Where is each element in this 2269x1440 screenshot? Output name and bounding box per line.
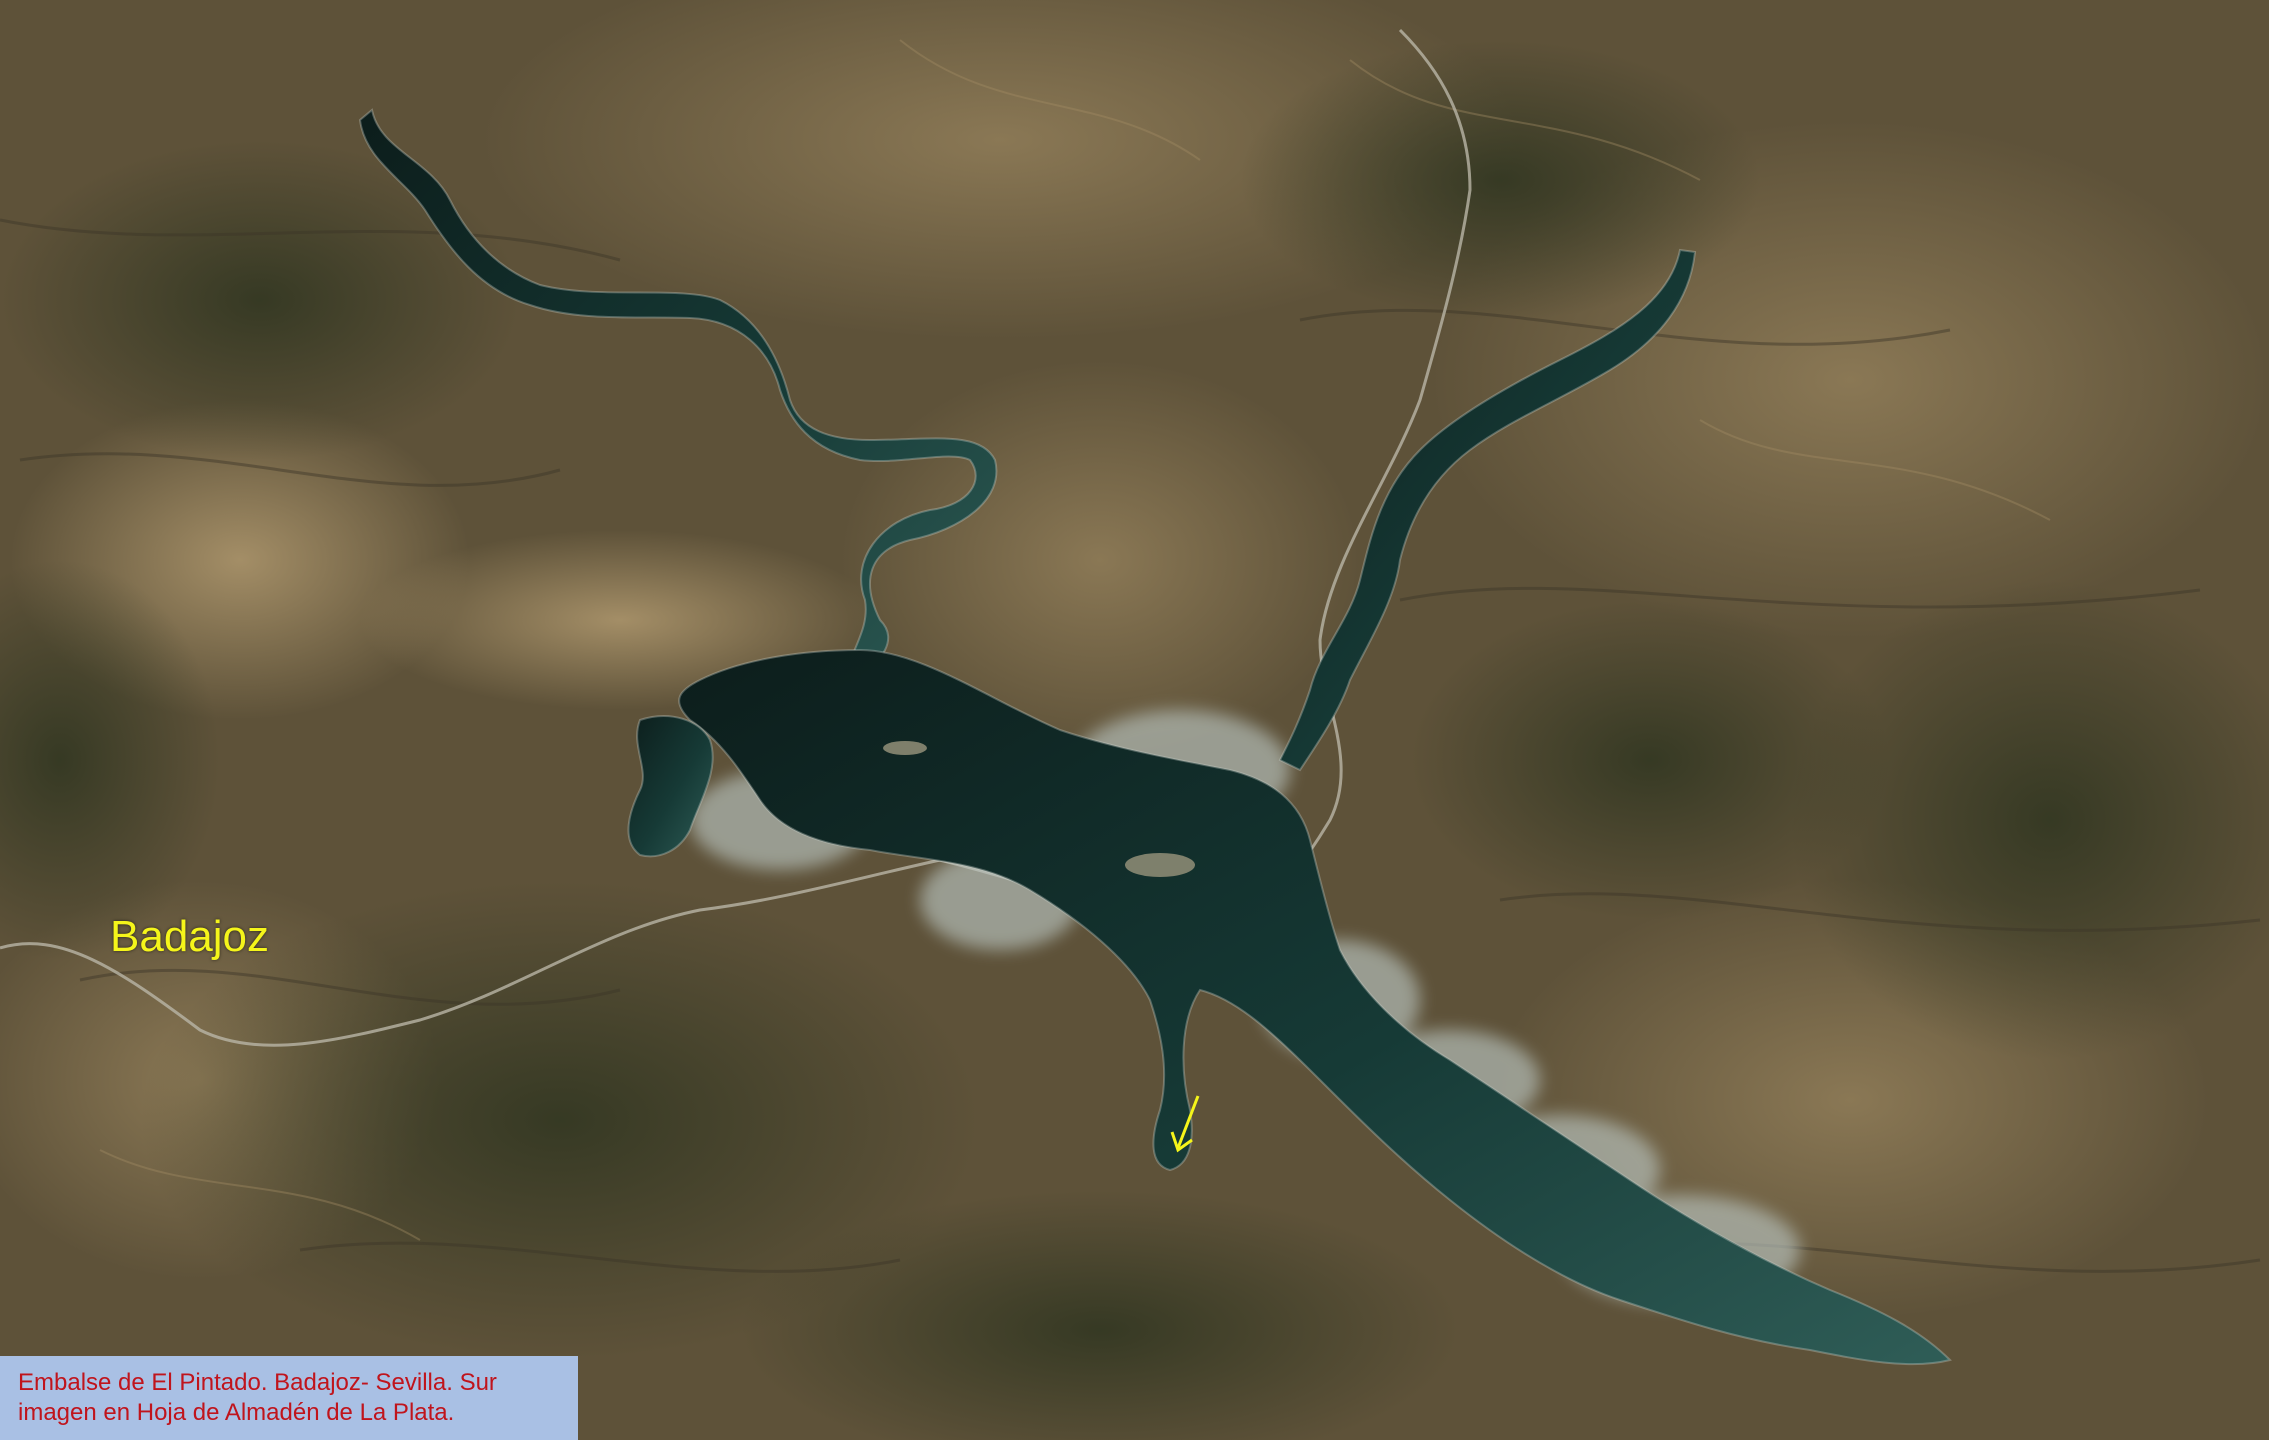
caption-line-2: imagen en Hoja de Almadén de La Plata. [18,1399,455,1426]
caption-line-1: Embalse de El Pintado. Badajoz- Sevilla.… [18,1369,497,1396]
arrow-down-left-icon [1170,1095,1200,1153]
map-caption: Embalse de El Pintado. Badajoz- Sevilla.… [0,1356,578,1440]
place-label-badajoz[interactable]: Badajoz [110,912,270,961]
